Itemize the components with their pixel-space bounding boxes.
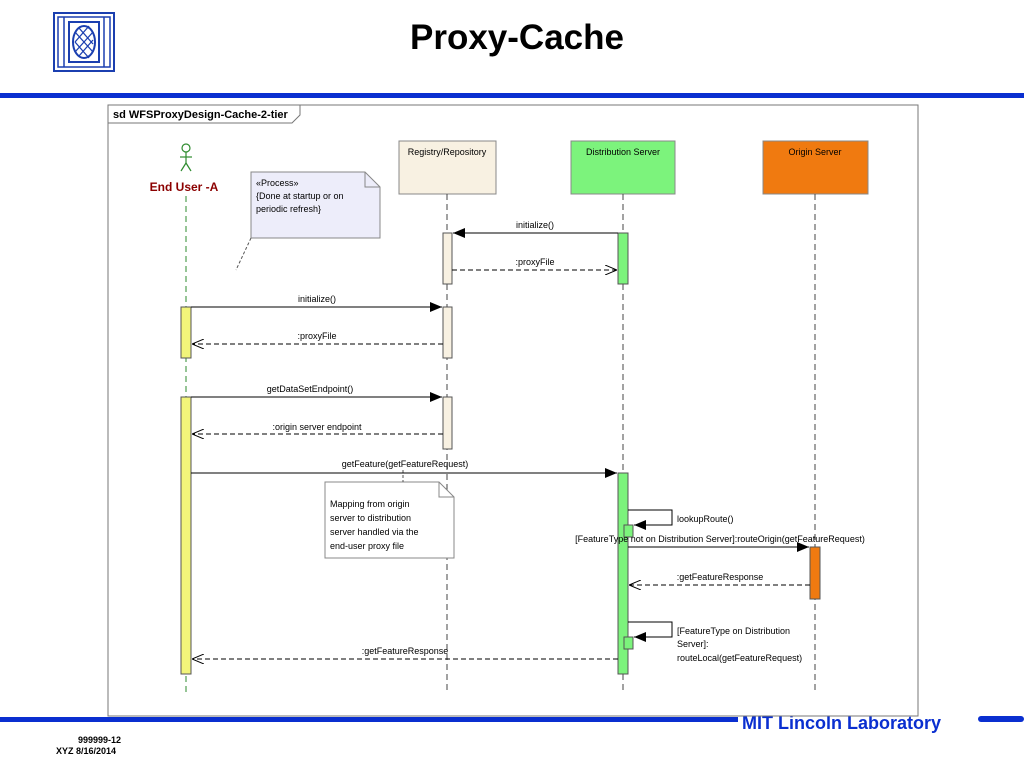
mit-ll-logo — [53, 12, 115, 72]
lifeline-label-origin: Origin Server — [788, 147, 841, 157]
note-mapping-line2: server to distribution — [330, 513, 411, 523]
actor-end-user — [180, 143, 192, 172]
note-process-line2: {Done at startup or on — [256, 191, 344, 201]
activation-actor-2 — [180, 396, 192, 675]
activation-origin-1 — [809, 546, 821, 600]
msg-label-11-line1: [FeatureType on Distribution — [677, 626, 790, 636]
frame-label-box — [107, 104, 301, 124]
msg-lookuproute-self — [628, 509, 673, 530]
msg-label-9: [FeatureType not on Distribution Server]… — [575, 534, 865, 544]
footer-rule-right — [978, 716, 1024, 722]
frame-label: sd WFSProxyDesign-Cache-2-tier — [113, 109, 289, 121]
note-process: «Process» {Done at startup or on periodi… — [235, 171, 381, 271]
footer-slide-info: 999999-12 XYZ 8/16/2014 — [56, 735, 122, 757]
msg-routelocal-self — [628, 621, 673, 642]
activation-actor-1 — [180, 306, 192, 359]
msg-label-3: initialize() — [298, 294, 336, 304]
activation-registry-3 — [442, 396, 453, 450]
footer-slide-date: XYZ 8/16/2014 — [56, 746, 117, 756]
activation-distribution-4 — [623, 636, 634, 650]
msg-label-8: lookupRoute() — [677, 514, 734, 524]
actor-label: End User -A — [150, 180, 219, 194]
msg-label-11-line2: Server]: — [677, 639, 709, 649]
msg-label-10: :getFeatureResponse — [677, 572, 764, 582]
msg-label-5: getDataSetEndpoint() — [267, 384, 354, 394]
msg-label-4: :proxyFile — [297, 331, 336, 341]
msg-label-2: :proxyFile — [515, 257, 554, 267]
footer-slide-id: 999999-12 — [78, 735, 122, 745]
lifeline-head-distribution — [570, 140, 676, 195]
activation-registry-1 — [442, 232, 453, 285]
lifeline-label-distribution: Distribution Server — [586, 147, 660, 157]
note-mapping-line3: server handled via the — [330, 527, 419, 537]
msg-label-12: :getFeatureResponse — [362, 646, 449, 656]
msg-label-7: getFeature(getFeatureRequest) — [342, 459, 469, 469]
footer-rule-left — [0, 717, 738, 722]
footer-lab-name: MIT Lincoln Laboratory — [742, 713, 942, 733]
note-process-line1: «Process» — [256, 178, 299, 188]
note-mapping: Mapping from origin server to distributi… — [324, 470, 455, 559]
lifeline-label-registry: Registry/Repository — [408, 147, 487, 157]
activation-distribution-1 — [617, 232, 629, 285]
msg-label-6: :origin server endpoint — [272, 422, 362, 432]
diagram-frame — [107, 104, 919, 717]
note-process-line3: periodic refresh} — [256, 204, 321, 214]
activation-distribution-3 — [623, 524, 634, 538]
note-mapping-line4: end-user proxy file — [330, 541, 404, 551]
slide-title: Proxy-Cache — [410, 18, 624, 57]
lifeline-head-registry — [398, 140, 497, 195]
note-mapping-line1: Mapping from origin — [330, 499, 410, 509]
activation-registry-2 — [442, 306, 453, 359]
msg-label-1: initialize() — [516, 220, 554, 230]
header-rule — [0, 93, 1024, 98]
msg-label-11-line3: routeLocal(getFeatureRequest) — [677, 653, 802, 663]
activation-distribution-2 — [617, 472, 629, 675]
